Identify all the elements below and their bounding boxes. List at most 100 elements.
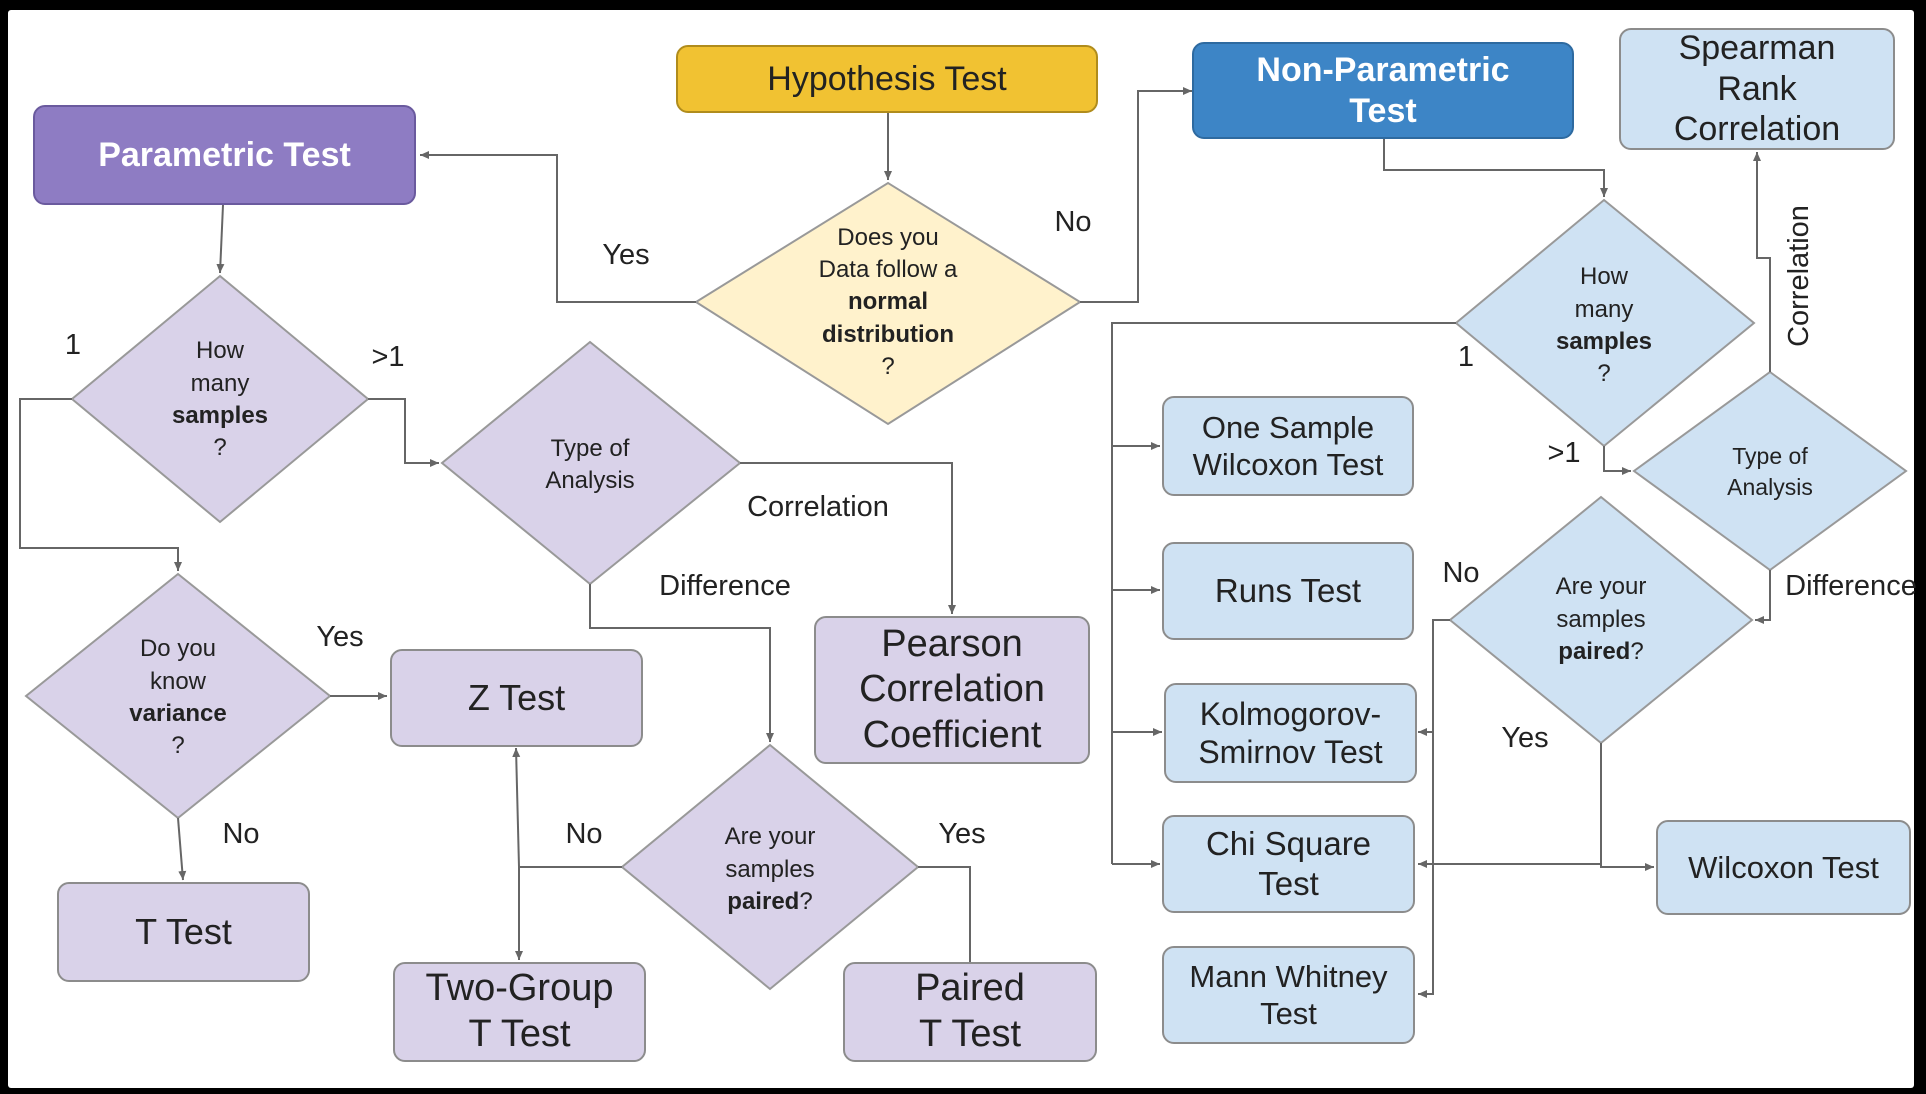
- variance-line-1: Do you: [139, 635, 217, 663]
- two-group-line-1: Two-Group: [425, 967, 614, 1010]
- t-test-node: T Test: [57, 882, 310, 982]
- p-paired-line-2: samples: [725, 855, 815, 883]
- nonparametric-analysis-question: Type of Analysis: [1690, 432, 1850, 512]
- nonparametric-line-1: Non-Parametric: [1256, 50, 1510, 89]
- parametric-paired-diamond: [620, 743, 920, 991]
- edge-np-samples-one-trunk: [1111, 322, 1456, 864]
- ks-line-2: Smirnov Test: [1198, 734, 1383, 770]
- label-p-difference: Difference: [659, 569, 791, 602]
- normal-q-line-1: Does you: [837, 223, 939, 251]
- label-np-paired-no: No: [1442, 556, 1480, 589]
- spearman-line-2: Rank: [1717, 69, 1797, 108]
- p-paired-line-1: Are your: [724, 823, 816, 851]
- np-paired-mark: ?: [1630, 638, 1644, 666]
- edge-nonparametric-to-samples: [1383, 139, 1608, 197]
- np-samples-line-4: ?: [1597, 360, 1611, 388]
- edge-variance-no: [177, 817, 187, 881]
- p-samples-line-2: many: [190, 369, 250, 397]
- chi-line-1: Chi Square: [1205, 825, 1372, 863]
- parametric-test-node: Parametric Test: [33, 105, 416, 205]
- edge-paired-no-z: [512, 747, 521, 868]
- two-group-line-2: T Test: [468, 1013, 571, 1055]
- one-sample-line-2: Wilcoxon Test: [1192, 447, 1384, 482]
- edge-np-analysis-correlation: [1753, 152, 1771, 372]
- np-type-line-1: Type of: [1732, 442, 1808, 469]
- p-type-line-1: Type of: [550, 434, 630, 462]
- label-p-one: 1: [64, 328, 82, 361]
- parametric-samples-diamond: [70, 274, 370, 524]
- variance-question: Do you know variance ?: [78, 628, 278, 768]
- two-group-t-test-node: Two-Group T Test: [393, 962, 646, 1062]
- np-paired-line-3: paired?: [1558, 636, 1643, 668]
- normal-q-line-4: distribution: [822, 320, 954, 348]
- parametric-analysis-question: Type of Analysis: [490, 425, 690, 505]
- np-paired-bold: paired: [1558, 638, 1631, 666]
- p-samples-line-4: ?: [213, 434, 227, 462]
- np-samples-line-2: many: [1574, 295, 1634, 323]
- label-np-correlation: Correlation: [1782, 205, 1815, 347]
- mann-whitney-node: Mann Whitney Test: [1162, 946, 1415, 1044]
- nonparametric-samples-question: How many samples ?: [1504, 256, 1704, 396]
- label-variance-yes: Yes: [316, 620, 364, 653]
- normal-q-line-3: normal: [847, 288, 928, 316]
- nonparametric-line-2: Test: [1349, 91, 1417, 130]
- nonparametric-test-node: Non-Parametric Test: [1192, 42, 1574, 139]
- wilcoxon-test-node: Wilcoxon Test: [1656, 820, 1911, 915]
- edge-np-analysis-difference: [1755, 570, 1771, 624]
- paired-t-line-2: T Test: [918, 1013, 1022, 1055]
- label-np-paired-yes: Yes: [1501, 721, 1549, 754]
- chi-line-2: Test: [1258, 865, 1319, 902]
- spearman-line-3: Correlation: [1673, 110, 1841, 149]
- ks-line-1: Kolmogorov-: [1199, 695, 1382, 732]
- edge-analysis-correlation: [740, 462, 956, 614]
- edge-analysis-difference: [589, 584, 774, 742]
- np-samples-line-3: samples: [1555, 328, 1653, 355]
- pearson-line-1: Pearson: [881, 622, 1023, 665]
- spearman-node: Spearman Rank Correlation: [1619, 28, 1895, 150]
- chi-square-node: Chi Square Test: [1162, 815, 1415, 913]
- mann-whitney-line-1: Mann Whitney: [1189, 958, 1388, 994]
- label-no-nonparametric: No: [1054, 205, 1092, 238]
- ks-test-node: Kolmogorov- Smirnov Test: [1164, 683, 1417, 783]
- paired-t-line-1: Paired: [915, 967, 1025, 1010]
- z-test-node: Z Test: [390, 649, 643, 747]
- edge-np-paired-no: [1418, 619, 1450, 998]
- normal-distribution-question: Does you Data follow a normal distributi…: [748, 215, 1028, 390]
- variance-line-2: know: [149, 667, 207, 695]
- p-samples-line-1: How: [195, 337, 244, 365]
- pearson-line-3: Coefficient: [862, 713, 1042, 756]
- pearson-line-2: Correlation: [859, 668, 1045, 711]
- parametric-samples-question: How many samples ?: [120, 330, 320, 470]
- edge-samples-one: [19, 398, 182, 571]
- label-np-one: 1: [1457, 340, 1475, 373]
- edge-normal-to-nonparametric: [1080, 87, 1192, 303]
- np-paired-line-1: Are your: [1555, 573, 1647, 601]
- p-paired-line-3: paired?: [727, 886, 812, 918]
- parametric-paired-question: Are your samples paired?: [670, 815, 870, 925]
- edge-np-paired-yes: [1600, 743, 1654, 871]
- edge-paired-no-two-group: [515, 866, 622, 960]
- label-np-difference: Difference: [1785, 569, 1917, 602]
- normal-q-line-5: ?: [881, 353, 895, 381]
- one-sample-wilcoxon-node: One Sample Wilcoxon Test: [1162, 396, 1414, 496]
- edge-normal-to-parametric: [420, 151, 696, 303]
- variance-line-3: variance: [129, 700, 227, 727]
- np-samples-line-1: How: [1579, 263, 1628, 291]
- label-p-correlation: Correlation: [747, 490, 889, 523]
- spearman-line-1: Spearman: [1678, 28, 1836, 67]
- label-paired-yes: Yes: [938, 817, 986, 850]
- label-yes-parametric: Yes: [602, 238, 650, 271]
- runs-test-node: Runs Test: [1162, 542, 1414, 640]
- edge-parametric-to-samples: [216, 204, 225, 274]
- edge-samples-more: [368, 398, 439, 467]
- label-p-more: >1: [371, 340, 405, 373]
- nonparametric-paired-question: Are your samples paired?: [1501, 565, 1701, 675]
- p-type-line-2: Analysis: [545, 467, 635, 494]
- one-sample-line-1: One Sample: [1201, 409, 1375, 445]
- pearson-node: Pearson Correlation Coefficient: [814, 616, 1090, 764]
- normal-q-line-2: Data follow a: [818, 255, 958, 283]
- variance-line-4: ?: [171, 732, 185, 760]
- edge-paired-yes: [918, 866, 971, 962]
